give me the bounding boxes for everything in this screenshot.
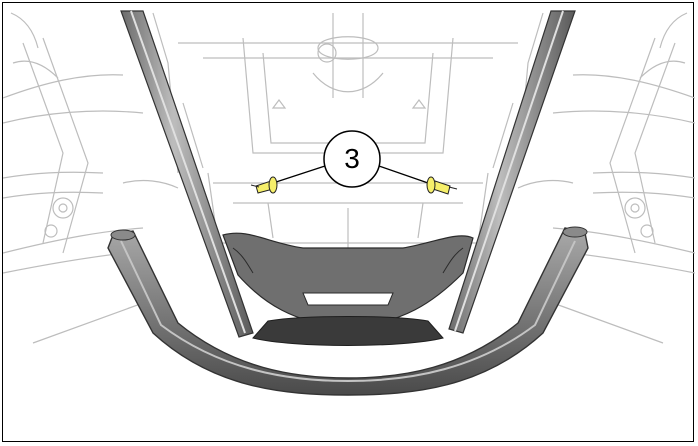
- push-rivet-icon: [426, 176, 458, 195]
- callout-leaders: [272, 165, 429, 184]
- callout-circle: [323, 130, 381, 188]
- front-bumper-tube: [107, 226, 589, 396]
- right-post-tube: [448, 10, 576, 334]
- diagram-frame: 3: [2, 2, 695, 442]
- left-post-tube: [120, 10, 254, 338]
- vehicle-front-illustration: [3, 10, 695, 396]
- push-rivet-icon: [250, 176, 278, 194]
- skid-plate: [222, 232, 474, 346]
